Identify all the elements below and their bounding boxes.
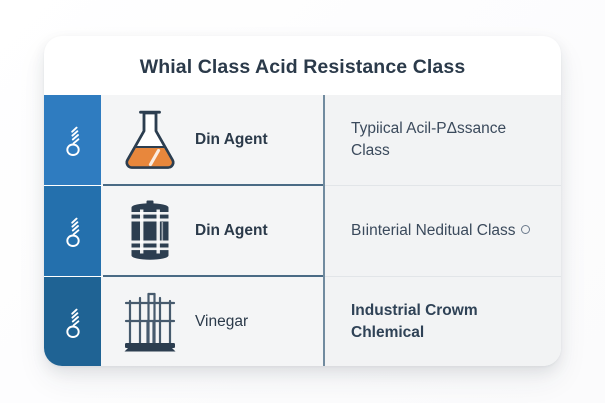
row-tab-indicator[interactable] [44, 277, 101, 366]
droplet-splash-icon [65, 126, 80, 156]
page-title: Whial Class Acid Resistance Class [139, 56, 466, 78]
row-separator-light [325, 276, 561, 277]
row-description: Typiical Acil-PΔssance Class [351, 120, 507, 159]
row-label: Din Agent [195, 222, 268, 239]
erlenmeyer-flask-icon [113, 103, 187, 177]
test-tube-rack-icon [113, 285, 187, 359]
class-table: Din Agent Typiical Acil-PΔssance Class [44, 95, 561, 366]
row-separator-light [325, 185, 561, 186]
row-label: Din Agent [195, 131, 268, 148]
row-separator [103, 184, 323, 186]
circle-glyph-icon [520, 225, 530, 234]
row-left-cell: Din Agent [101, 95, 323, 185]
row-tab-indicator[interactable] [44, 186, 101, 276]
row-label: Vinegar [195, 312, 249, 330]
table-row[interactable]: Din Agent Typiical Acil-PΔssance Class [44, 95, 561, 185]
row-left-cell: Vinegar [101, 277, 323, 366]
chemical-barrel-icon [113, 194, 187, 268]
row-tab-indicator[interactable] [44, 95, 101, 185]
row-right-cell: Bıinterial Neditual Class [323, 186, 561, 276]
column-divider [323, 95, 325, 366]
table-row[interactable]: Vinegar Industrial Crowm Chlemical [44, 277, 561, 366]
row-description: Industrial Crowm Chlemical [351, 301, 478, 341]
acid-resistance-class-card: Whial Class Acid Resistance Class [44, 36, 561, 366]
table-row[interactable]: Din Agent Bıinterial Neditual Class [44, 186, 561, 276]
droplet-splash-icon [65, 308, 80, 338]
row-right-cell: Typiical Acil-PΔssance Class [323, 95, 561, 185]
row-separator [103, 275, 323, 277]
droplet-splash-icon [65, 217, 80, 247]
row-left-cell: Din Agent [101, 186, 323, 276]
row-right-cell: Industrial Crowm Chlemical [323, 277, 561, 366]
row-description: Bıinterial Neditual Class [351, 220, 530, 242]
